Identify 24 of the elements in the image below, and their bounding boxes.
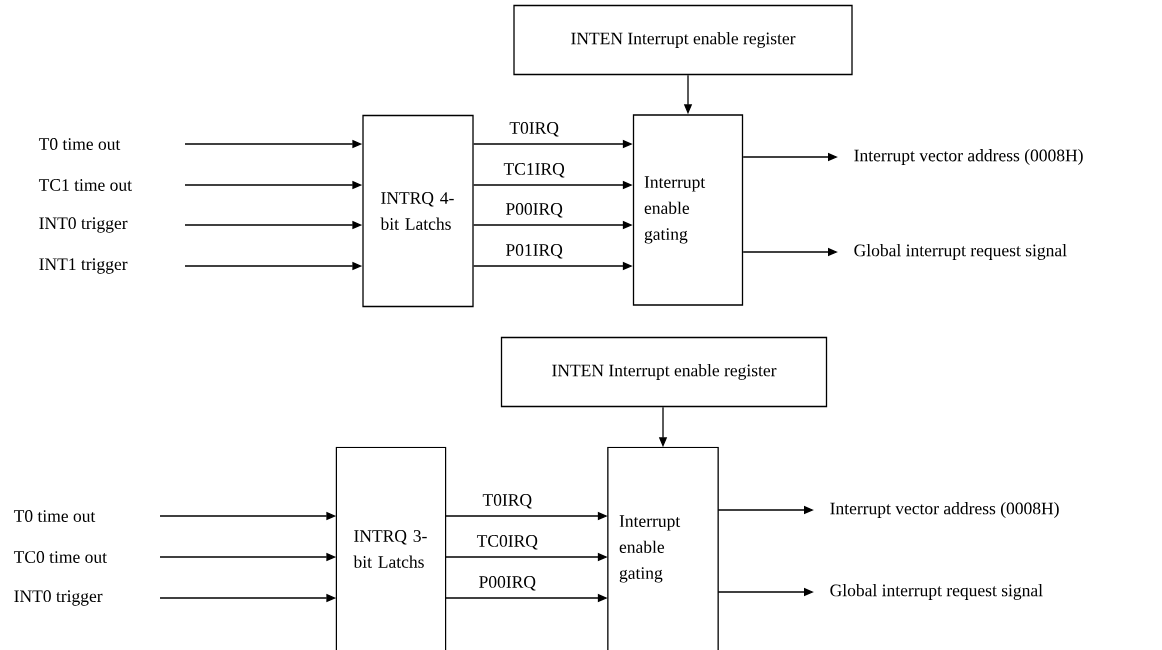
output-label: Interrupt vector address (0008H) — [854, 149, 1083, 165]
block-box: INTRQ 4-bit Latchs — [362, 114, 474, 308]
block-box: Interrupt enable gating — [607, 446, 719, 650]
block-box: INTRQ 3-bit Latchs — [335, 446, 447, 650]
block-box: Interrupt enable gating — [632, 114, 744, 306]
input-label: TC0 time out — [14, 551, 107, 563]
input-label: INT0 trigger — [14, 590, 103, 606]
edge-label: T0IRQ — [509, 122, 559, 137]
input-label: INT0 trigger — [39, 217, 128, 233]
edge-label: P00IRQ — [479, 576, 536, 591]
output-label: Interrupt vector address (0008H) — [830, 502, 1059, 518]
input-label: T0 time out — [14, 510, 96, 522]
input-label: T0 time out — [39, 138, 121, 150]
edge-label: TC1IRQ — [503, 163, 565, 178]
edge-label: TC0IRQ — [477, 535, 538, 550]
input-label: INT1 trigger — [39, 258, 128, 274]
block-box: INTEN Interrupt enable register — [500, 336, 828, 408]
edge-label: T0IRQ — [482, 494, 532, 509]
output-label: Global interrupt request signal — [830, 584, 1043, 600]
edge-label: P00IRQ — [505, 203, 563, 218]
block-box: INTEN Interrupt enable register — [513, 4, 853, 76]
edge-label: P01IRQ — [505, 244, 563, 259]
input-label: TC1 time out — [39, 179, 132, 191]
output-label: Global interrupt request signal — [854, 244, 1067, 260]
